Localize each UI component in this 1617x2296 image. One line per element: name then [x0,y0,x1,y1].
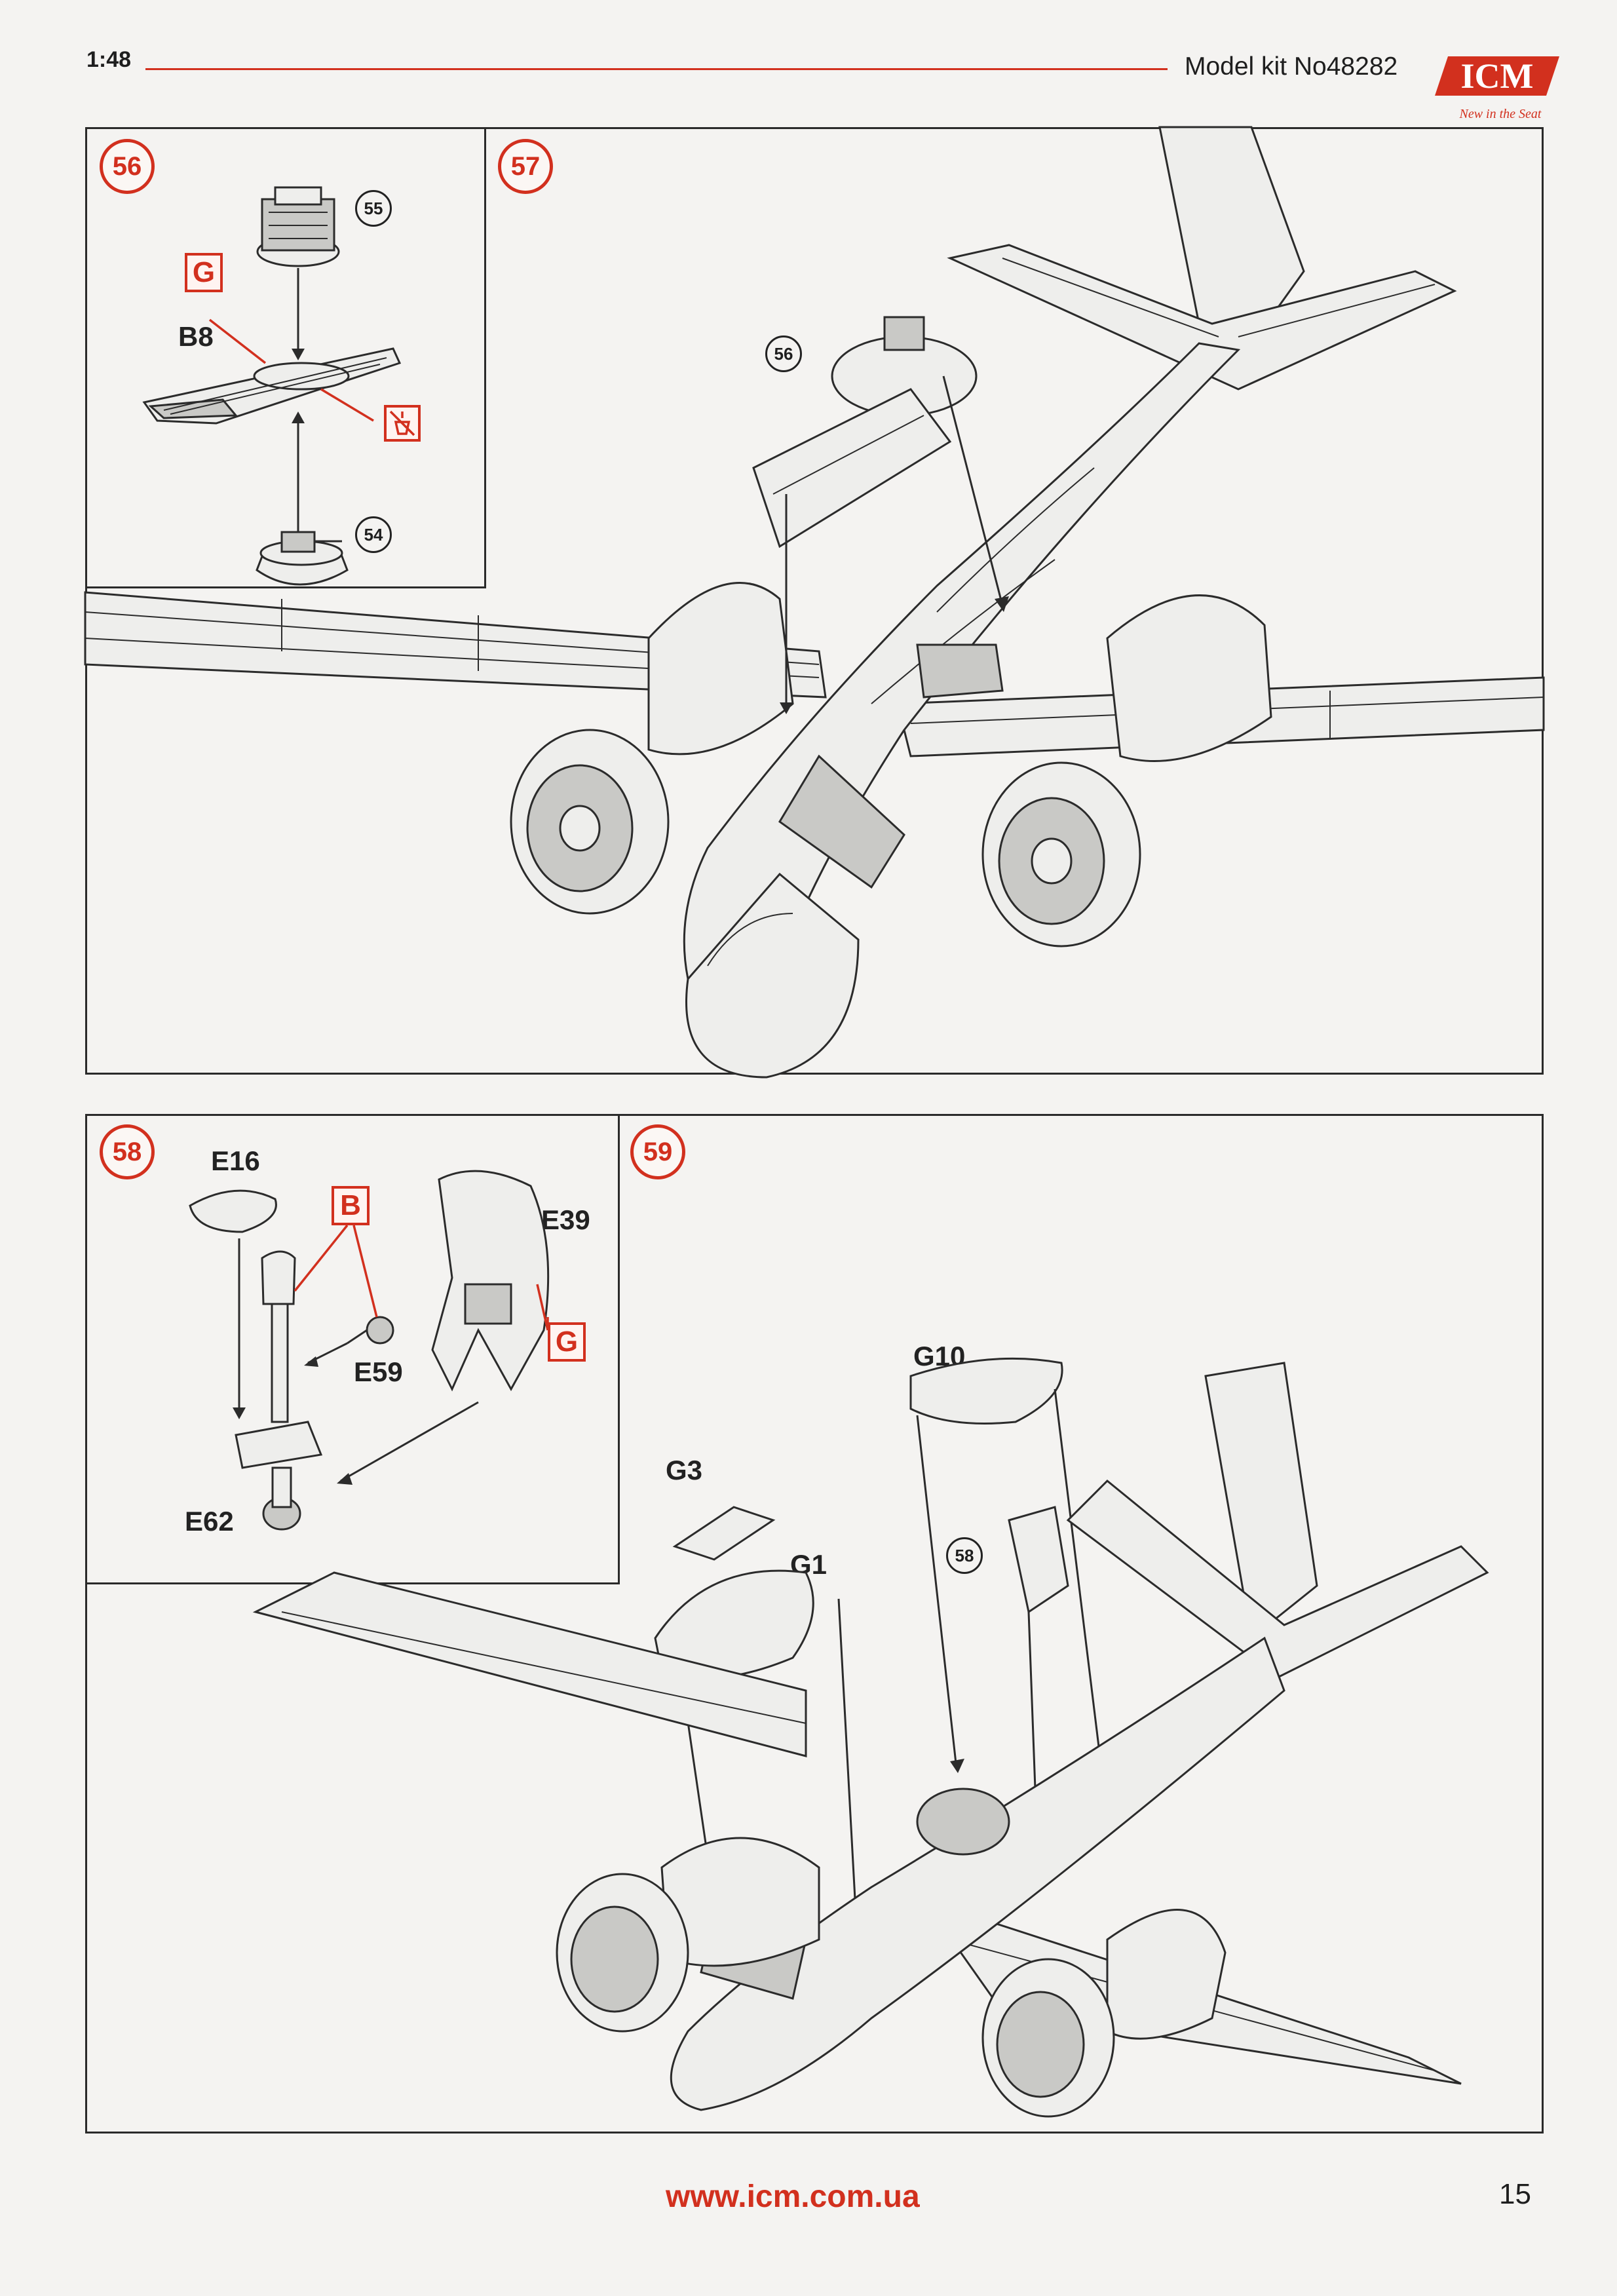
part-label-b8: B8 [178,321,214,352]
step-58-drawing [189,1170,550,1531]
ref-step-58: 58 [946,1537,983,1574]
brand-logo: ICM New in the Seat [1435,50,1566,128]
part-label-e59: E59 [354,1356,403,1387]
part-e62-seat-column [235,1250,323,1531]
color-code-g: G [185,253,223,292]
part-label-e62: E62 [185,1506,234,1537]
color-code-g-58: G [548,1322,586,1362]
tray-part-b8 [142,347,402,425]
color-code-b: B [332,1186,370,1225]
engine-nacelle-left [510,582,794,915]
seat-assembly-ref [1008,1506,1069,1789]
top-turret-assembly [752,316,978,548]
step-59-badge: 59 [630,1124,685,1179]
engine-nacelle-right [981,594,1272,947]
aircraft-59-tail [1066,1362,1489,1679]
header-rule [145,68,1168,70]
ref-step-55: 55 [355,190,392,227]
svg-text:ICM: ICM [1461,56,1534,96]
step-57-badge: 57 [498,139,553,194]
part-e59-knob [347,1316,394,1345]
turret-upper-part [256,186,340,267]
aircraft-nose [685,872,860,1079]
step-56-badge: 56 [100,139,155,194]
part-label-e39: E39 [541,1204,590,1235]
part-g3-panel [672,1506,776,1561]
aircraft-fuselage [683,342,1241,997]
kit-number: Model kit No48282 [1185,52,1398,81]
page-number: 15 [1499,2178,1531,2210]
footer-url[interactable]: www.icm.com.ua [666,2179,920,2214]
part-g10-canopy [909,1357,1063,1425]
ref-step-54: 54 [355,516,392,553]
part-e16-cushion [189,1189,277,1233]
turret-lower-part [256,531,349,586]
aircraft-59-wing-left [252,1571,807,1757]
step-59-panel [85,1114,1544,2133]
part-e39-armor-plate [431,1170,550,1392]
aircraft-tail [947,126,1457,391]
scale-label: 1:48 [86,47,132,72]
svg-text:New in the Seat: New in the Seat [1459,107,1542,121]
logo-mark-icon: ICM New in the Seat [1435,56,1559,121]
ref-step-56: 56 [765,335,802,372]
glue-warning-icon [384,405,421,442]
part-label-e16: E16 [211,1145,260,1176]
step-58-badge: 58 [100,1124,155,1179]
engine-59-left [556,1837,820,2033]
engine-59-right [981,1909,1227,2118]
step-56-drawing [142,186,402,586]
step-59-aircraft-drawing [252,1357,1489,2118]
step-57-aircraft-drawing [84,126,1545,1079]
part-label-g3: G3 [666,1455,703,1485]
